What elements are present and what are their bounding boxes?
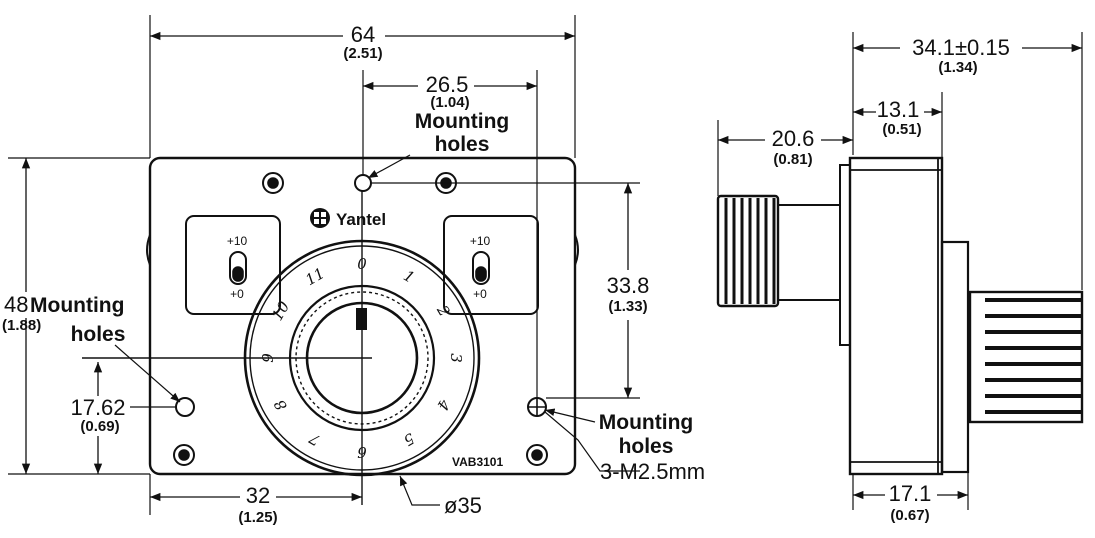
knob-dim-inch: (0.51) <box>882 121 921 138</box>
dial-number: 10 <box>268 298 293 324</box>
dial-number: 9 <box>259 353 277 363</box>
body-dim-value: 17.1 <box>889 481 932 506</box>
side-knurled-knob <box>968 290 1084 424</box>
top-hole-note-line2: holes <box>435 133 490 156</box>
right-hole-note-thread: 3-M2.5mm <box>600 459 705 484</box>
side-body <box>848 156 944 476</box>
height-dim-value: 48 <box>4 292 28 317</box>
left-switch-bottom-label: +0 <box>230 287 244 301</box>
screw-bottom-right <box>526 444 548 466</box>
right-switch-box <box>443 215 539 315</box>
hole-spacing-dim-inch: (1.33) <box>608 298 647 315</box>
right-hole-note-line2: holes <box>619 435 674 458</box>
left-hole-note-line1: Mounting <box>30 294 124 317</box>
total-depth-dim-inch: (1.34) <box>938 59 977 76</box>
height-dim-inch: (1.88) <box>2 317 41 334</box>
side-view <box>716 32 1084 510</box>
left-switch-top-label: +10 <box>227 234 248 248</box>
dial-number: 11 <box>302 264 328 289</box>
dial-number: 7 <box>306 429 324 450</box>
total-depth-dim-value: 34.1±0.15 <box>912 35 1010 60</box>
shaft-dim-value: 20.6 <box>772 126 815 151</box>
dial-number: 3 <box>447 353 465 363</box>
hole-spacing-dim-value: 33.8 <box>607 273 650 298</box>
shaft-dim-inch: (0.81) <box>773 151 812 168</box>
hole-height-dim-value: 17.62 <box>70 395 125 420</box>
right-switch-top-label: +10 <box>470 234 491 248</box>
model-number: VAB3101 <box>452 455 503 469</box>
dial-number: 5 <box>400 429 417 449</box>
dial-number: 1 <box>400 266 417 286</box>
top-hole-note-line1: Mounting <box>415 110 509 133</box>
center-offset-dim-inch: (1.25) <box>238 509 277 526</box>
left-switch-box <box>185 215 281 315</box>
left-hole-note-line2: holes <box>71 323 126 346</box>
brand-name: Yantel <box>336 210 386 229</box>
right-switch-bottom-label: +0 <box>473 287 487 301</box>
knob-dim-value: 13.1 <box>877 97 920 122</box>
screw-bottom-left <box>173 444 195 466</box>
hole-offset-dim-inch: (1.04) <box>430 94 469 111</box>
body-dim-inch: (0.67) <box>890 507 929 524</box>
brand-logo-icon <box>310 208 330 228</box>
width-dim-value: 64 <box>351 22 375 47</box>
hole-height-dim-inch: (0.69) <box>80 418 119 435</box>
dial-diameter-dim: ø35 <box>444 493 482 518</box>
front-labels: 64 (2.51) 26.5 (1.04) Mounting holes 48 … <box>2 20 705 526</box>
dial-number: 4 <box>433 396 454 414</box>
side-knob-hub <box>940 240 970 474</box>
right-hole-note-line1: Mounting <box>599 411 693 434</box>
side-labels: 34.1±0.15 (1.34) 13.1 (0.51) 20.6 (0.81)… <box>765 34 1022 524</box>
front-view <box>8 15 640 515</box>
screw-top-left <box>262 172 284 194</box>
hole-offset-dim-value: 26.5 <box>426 72 469 97</box>
side-threaded-connector <box>716 194 780 308</box>
left-switch-slider <box>229 251 247 285</box>
dial-number: 6 <box>357 443 367 461</box>
right-switch-slider <box>472 251 490 285</box>
dial-number: 8 <box>270 396 290 413</box>
width-dim-inch: (2.51) <box>343 45 382 62</box>
side-shaft <box>777 204 841 301</box>
center-offset-dim-value: 32 <box>246 483 270 508</box>
dial-number: 0 <box>357 255 367 273</box>
